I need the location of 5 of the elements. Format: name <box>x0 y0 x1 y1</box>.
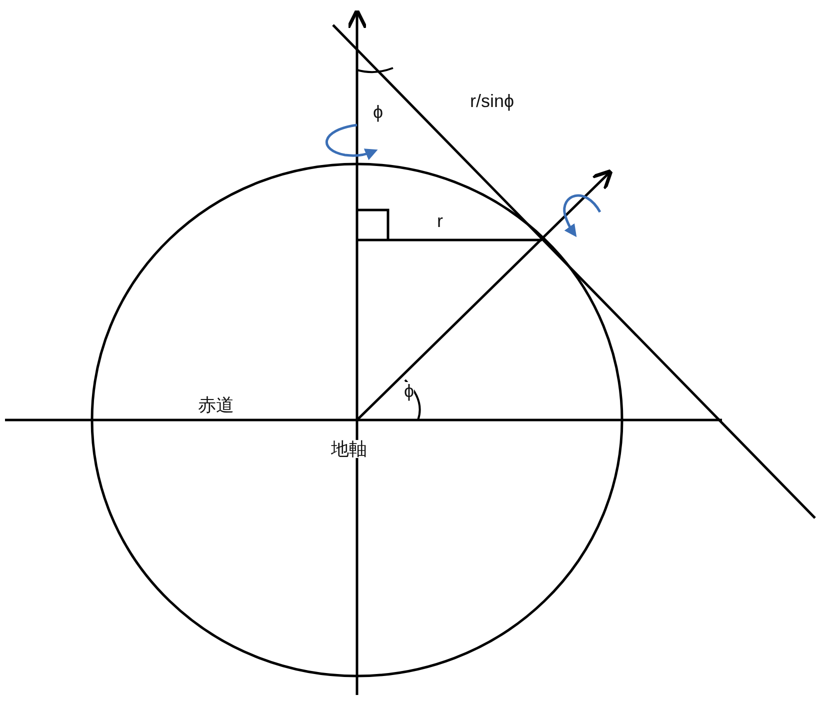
formula-label: r/sinϕ <box>470 92 514 110</box>
equator-label: 赤道 <box>198 396 234 414</box>
angle-label: ϕ <box>373 103 384 121</box>
axis-label: 地軸 <box>331 440 367 458</box>
angle-label: ϕ <box>404 382 414 400</box>
